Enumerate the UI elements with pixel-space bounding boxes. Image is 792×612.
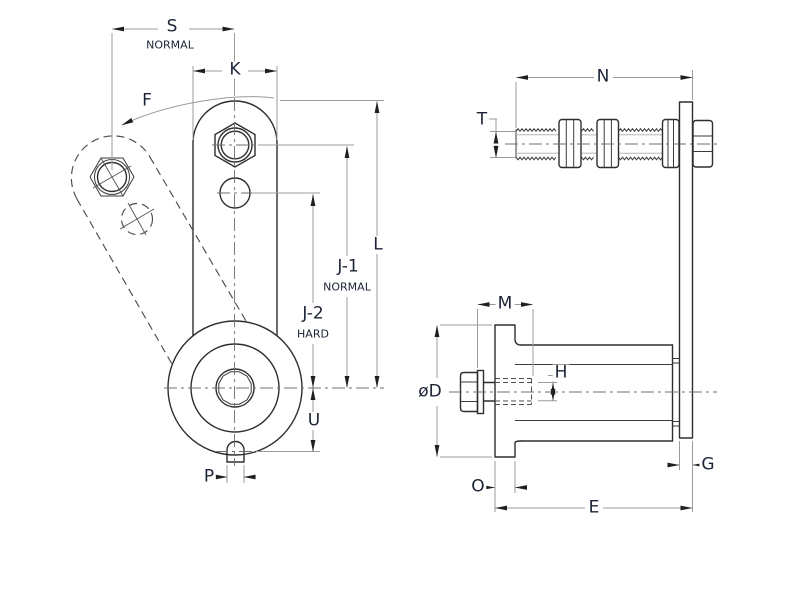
inner-nut (661, 118, 680, 169)
phantom-right-edge (149, 156, 247, 322)
phantom-crosshair (100, 157, 124, 197)
phantom-left-edge (76, 198, 173, 365)
front-view-arm-outline (192, 100, 278, 337)
jam-nut-2 (596, 118, 620, 169)
side-view-plate (678, 101, 694, 439)
front-view-pulley (167, 320, 303, 463)
side-view-roller (449, 324, 717, 458)
jam-nut-1 (558, 118, 582, 169)
phantom-hole-crosshair (127, 202, 147, 236)
arm-outline (192, 100, 278, 337)
phantom-hole (120, 202, 154, 236)
roller-flange (494, 324, 522, 458)
phantom-arc (70, 135, 151, 200)
side-view-dimension-lines (434, 75, 705, 511)
front-view-centerlines (164, 98, 384, 466)
front-view-extension-lines (111, 33, 384, 483)
phantom-arm-position (70, 96, 275, 365)
swing-direction-leader (121, 96, 275, 126)
bottom-pin-tab (226, 440, 245, 463)
front-view-dimension-lines (112, 26, 380, 480)
bolt-head (459, 371, 479, 413)
hub-hex-bore (218, 371, 252, 405)
side-view-stud (505, 118, 717, 169)
hex-nut-front (214, 122, 256, 168)
arm-plate-edge (678, 101, 694, 439)
